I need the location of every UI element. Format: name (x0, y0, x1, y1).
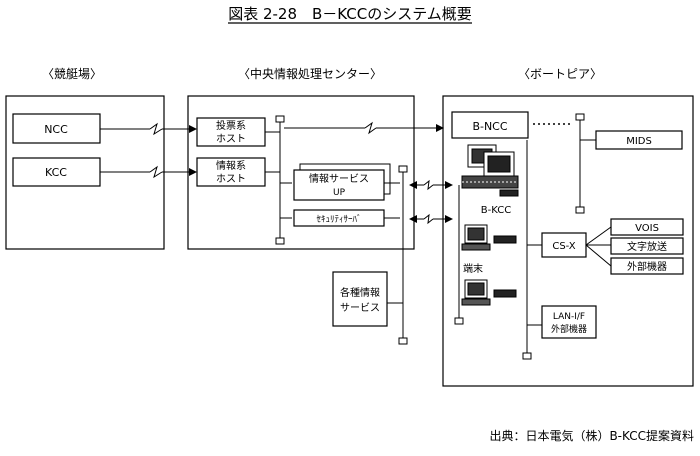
diagram-title: 図表 2-28 B－KCCのシステム概要 (228, 5, 472, 23)
section-label-center: 〈中央情報処理センター〉 (238, 66, 382, 81)
bkcc-label: B-KCC (481, 205, 511, 216)
lan-if-label-2: 外部機器 (551, 323, 587, 335)
terminal-icon-1 (461, 224, 517, 251)
various-info-label-2: サービス (340, 302, 380, 314)
bncc-box (451, 111, 529, 139)
mids-box (595, 130, 683, 150)
text-broadcast-box (610, 237, 684, 255)
bkcc-computer-icon (461, 144, 519, 197)
section-label-venue: 〈競艇場〉 (42, 66, 102, 81)
info-host-label-2: ホスト (216, 173, 246, 185)
ncc-link (100, 122, 197, 136)
boatpia-frame (442, 95, 694, 387)
kcc-link (100, 165, 197, 179)
security-server-label: ｾｷｭﾘﾃｨｻｰﾊﾞ (316, 214, 361, 225)
terminal-label: 端末 (463, 262, 483, 275)
info-service-label-2: UP (333, 188, 346, 198)
mids-bus (575, 113, 596, 214)
center-boatpia-links (409, 179, 453, 225)
center-frame (187, 95, 415, 250)
text-broadcast-label: 文字放送 (627, 240, 667, 253)
voting-host-label-2: ホスト (216, 133, 246, 145)
external-device-label: 外部機器 (627, 260, 667, 273)
various-info-label-1: 各種情報 (340, 286, 380, 299)
info-service-label-1: 情報サービス (309, 172, 369, 185)
voting-host-box (196, 117, 266, 147)
voting-to-bncc-link (284, 121, 444, 135)
vois-label: VOIS (635, 223, 659, 234)
section-label-boatpia: 〈ボートピア〉 (518, 67, 602, 81)
boatpia-lan-right (522, 140, 542, 360)
csx-box (541, 232, 587, 258)
external-device-box (610, 257, 684, 275)
mids-label: MIDS (626, 136, 652, 147)
various-info-box (332, 271, 388, 327)
csx-label: CS-X (552, 241, 575, 252)
info-host-box (196, 157, 266, 187)
voting-host-label-1: 投票系 (216, 119, 246, 132)
info-host-label-1: 情報系 (216, 159, 246, 172)
boatpia-lan-left (454, 185, 464, 325)
lan-if-label-1: LAN-I/F (553, 312, 585, 322)
lan-if-box (541, 305, 597, 339)
source-note: 出典：日本電気（株）B-KCC提案資料 (489, 428, 694, 443)
info-service-box (293, 169, 385, 201)
center-bus (265, 115, 292, 245)
terminal-icon-2 (461, 279, 517, 306)
bncc-label: B-NCC (472, 120, 507, 133)
csx-fanout (585, 226, 612, 267)
ncc-box (12, 113, 101, 144)
vois-box (610, 218, 684, 236)
center-right-bus (380, 165, 408, 345)
ncc-label: NCC (44, 123, 68, 136)
kcc-label: KCC (45, 166, 67, 179)
